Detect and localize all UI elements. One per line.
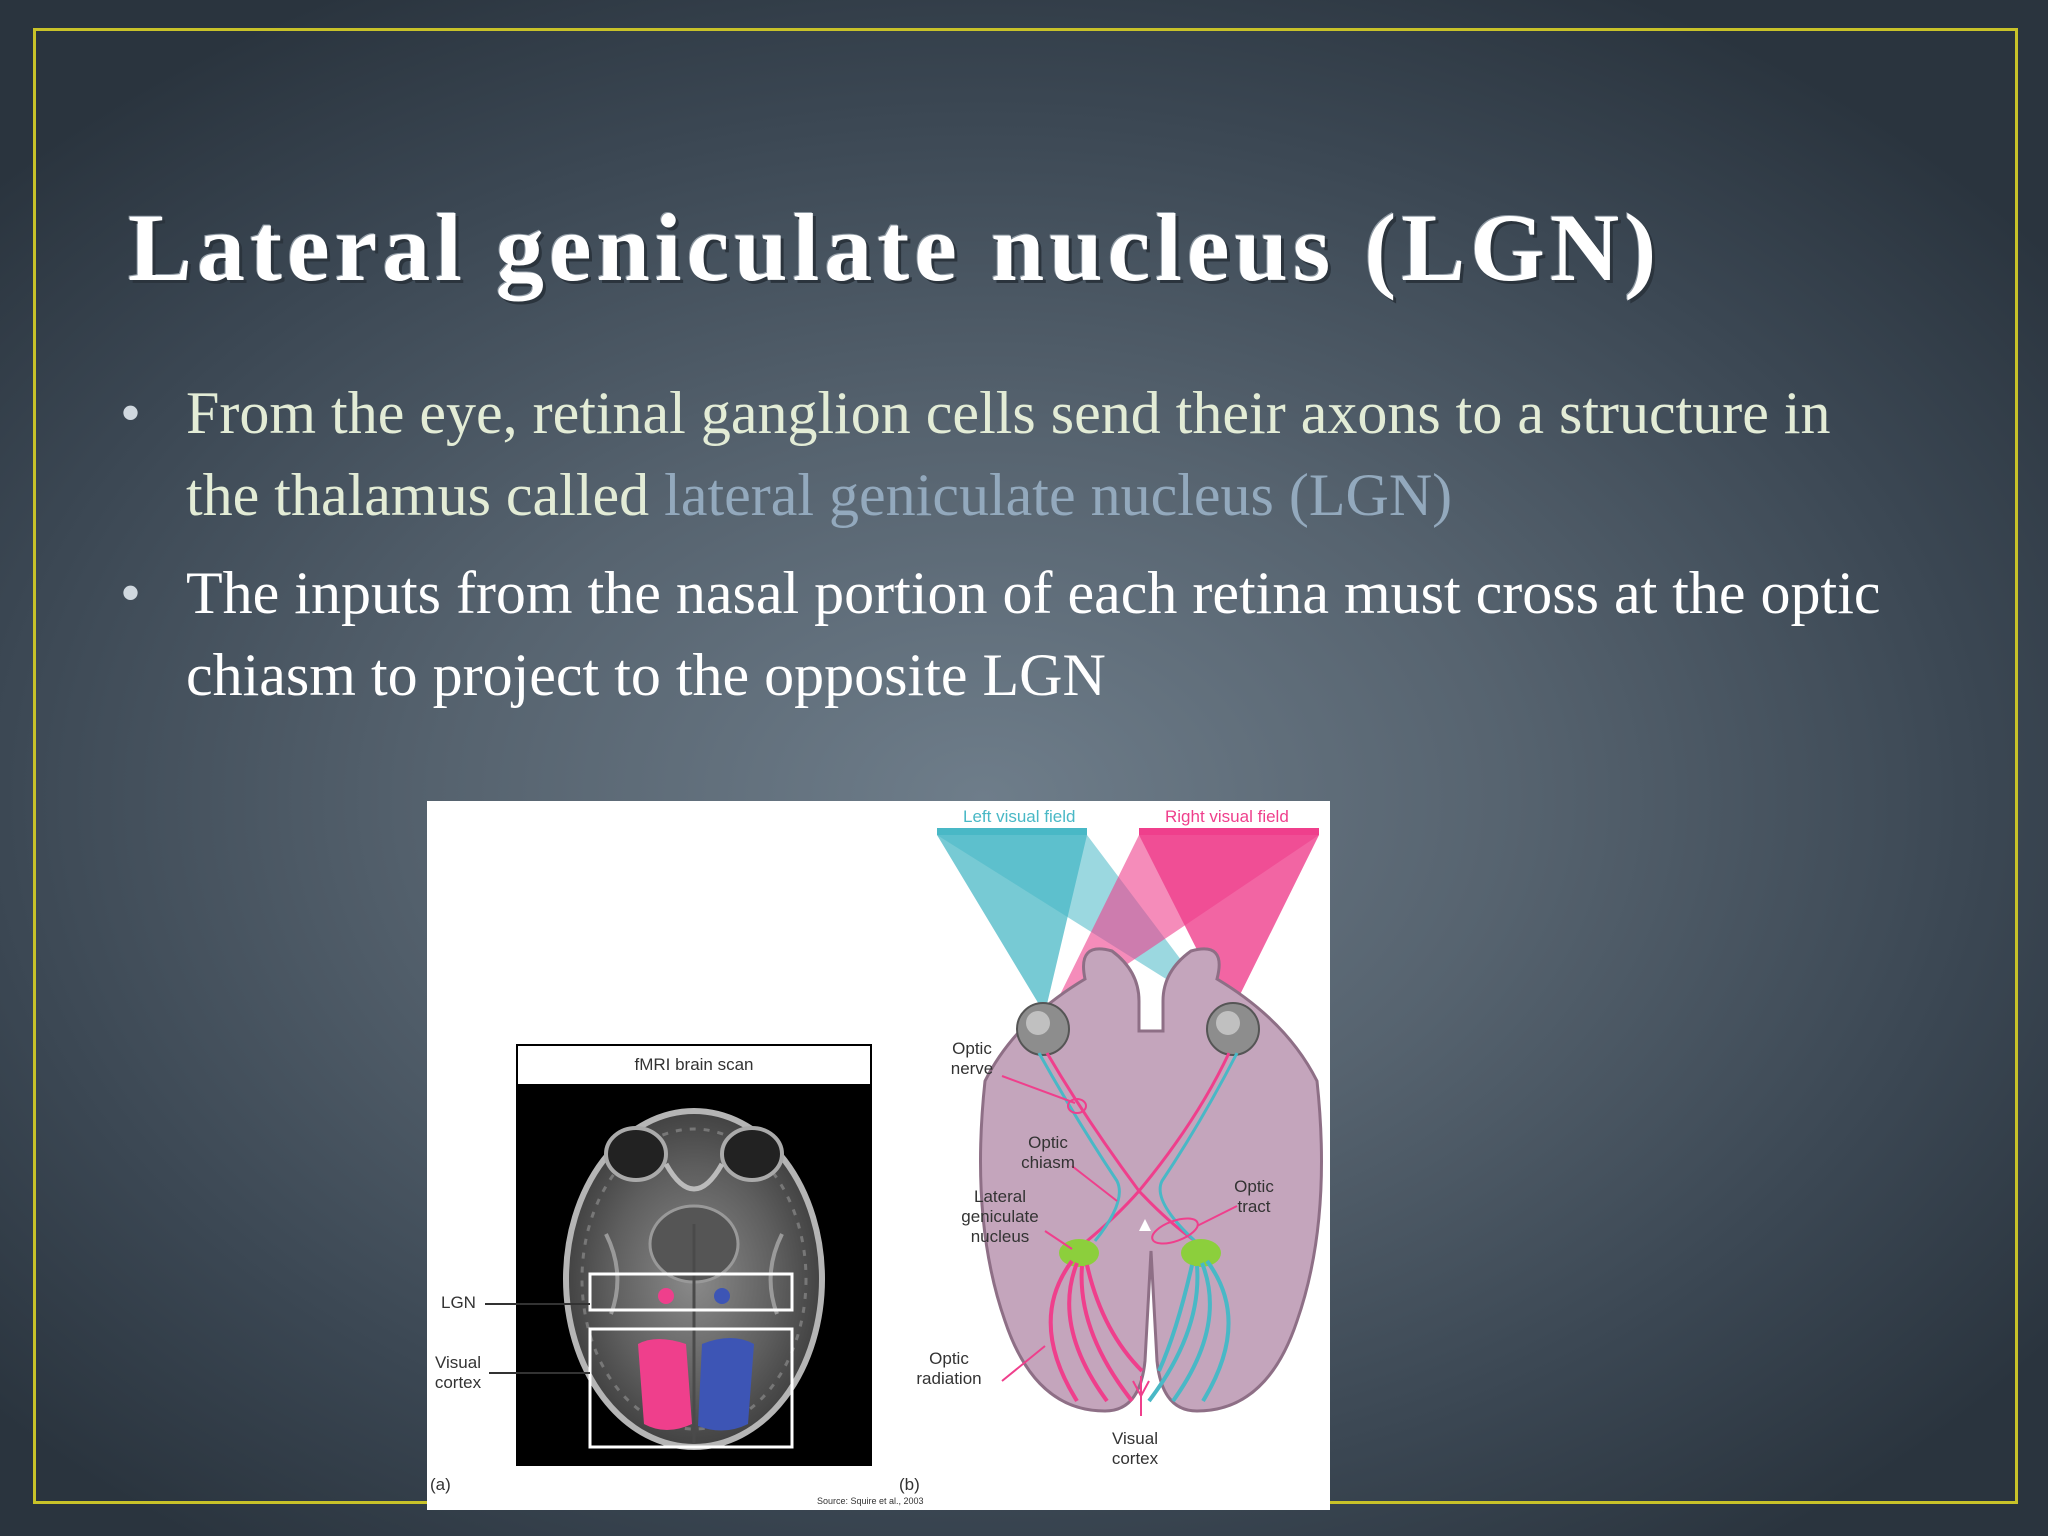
panel-b-letter: (b) — [899, 1475, 920, 1494]
bullet-1-text: From the eye, retinal ganglion cells sen… — [186, 380, 1831, 528]
fmri-scan-image — [516, 1044, 872, 1466]
label-lgn: LGN — [441, 1293, 476, 1312]
bullet-item-1: • From the eye, retinal ganglion cells s… — [120, 372, 1900, 536]
panel-a-leader-lines — [485, 1303, 590, 1374]
label-optic-radiation: Optic radiation — [916, 1349, 982, 1388]
label-left-visual-field: Left visual field — [963, 807, 1076, 826]
bullet-item-2: • The inputs from the nasal portion of e… — [120, 552, 1900, 716]
bullet-2-text: The inputs from the nasal portion of eac… — [186, 560, 1881, 708]
slide-title: Lateral geniculate nucleus (LGN) — [128, 194, 1662, 301]
label-visual-cortex-a: Visual cortex — [434, 1353, 482, 1392]
bullet-dot-icon: • — [120, 380, 142, 446]
visual-pathway-diagram — [937, 828, 1323, 1416]
visual-pathway-figure: fMRI brain scan LGN Visual cortex (a) — [427, 801, 1330, 1510]
label-right-visual-field: Right visual field — [1165, 807, 1289, 826]
bullet-list: • From the eye, retinal ganglion cells s… — [120, 372, 1900, 716]
label-lateral-geniculate-nucleus: Lateral geniculate nucleus — [961, 1187, 1039, 1246]
panel-a-letter: (a) — [430, 1475, 451, 1494]
bullet-1-highlight: lateral geniculate nucleus (LGN) — [664, 462, 1453, 528]
label-visual-cortex-b: Visual cortex — [1111, 1429, 1159, 1468]
scan-title: fMRI brain scan — [516, 1044, 872, 1086]
source-credit: Source: Squire et al., 2003 — [817, 1496, 924, 1506]
label-optic-chiasm: Optic chiasm — [1021, 1133, 1075, 1172]
label-optic-nerve: Optic nerve — [950, 1039, 994, 1078]
label-optic-tract: Optic tract — [1234, 1177, 1274, 1216]
bullet-dot-icon: • — [120, 560, 142, 626]
